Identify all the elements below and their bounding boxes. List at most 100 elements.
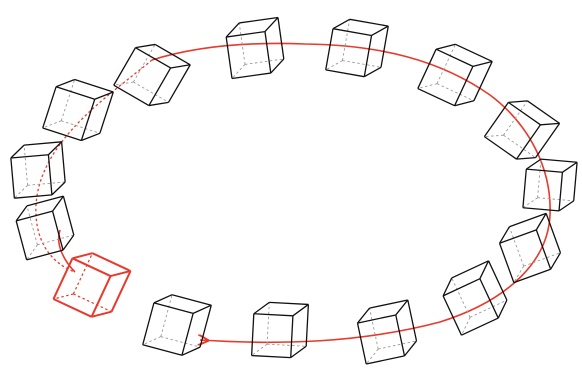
cube-edge [264, 17, 279, 33]
cube-edge [269, 301, 309, 306]
cube-edge [154, 43, 191, 66]
cube-hidden-edge [231, 64, 246, 79]
cube-edge [142, 302, 155, 345]
cube-edge [454, 100, 475, 107]
cube-edge [264, 31, 272, 74]
cube-edge [113, 84, 150, 107]
cube-edge [110, 270, 131, 278]
cube-bottom-mid [250, 301, 310, 359]
cube-edge [148, 101, 169, 107]
cube-edge [153, 294, 173, 304]
cube-edge [479, 278, 499, 319]
cube-ring [10, 16, 578, 365]
cube-edge [442, 278, 481, 297]
cube-edge [47, 154, 53, 195]
cube-edge [325, 28, 334, 71]
cube-edge [455, 43, 493, 63]
cube-edge [171, 294, 212, 306]
cube-edge [479, 260, 490, 279]
cube-edge [74, 78, 114, 93]
cube-edge [522, 169, 527, 208]
cube-edge [15, 220, 28, 261]
cube-edge [10, 154, 49, 159]
cube-hidden-edge [503, 100, 528, 136]
cube-edge [363, 66, 382, 78]
cube-edge [325, 69, 365, 78]
cube-edge [26, 249, 64, 261]
cube-edge [81, 132, 101, 142]
cube-hidden-edge [132, 44, 156, 83]
cube-left-3 [42, 78, 114, 142]
orbit-visible-segment [151, 42, 551, 342]
cube-edge [484, 136, 517, 160]
cube-edge [509, 212, 547, 228]
cube-hidden-edge [27, 181, 66, 186]
cube-hidden-edge [26, 205, 38, 245]
cube-hidden-edge [142, 336, 162, 346]
cube-hidden-edge [522, 197, 538, 209]
cube-edge [170, 64, 191, 69]
cube-edge [363, 35, 373, 77]
cube-edge [72, 257, 111, 277]
cube-hidden-edge [325, 60, 343, 71]
cube-edge [55, 86, 95, 100]
cube-hidden-edge [61, 120, 101, 134]
cube-edge [435, 43, 456, 50]
cube-hidden-edge [369, 308, 379, 350]
cube-edge [15, 205, 28, 222]
cube-edge [99, 91, 114, 134]
cube-edge [135, 43, 156, 49]
cube-hidden-edge [523, 252, 561, 267]
cube-edge [62, 234, 75, 251]
cube-hidden-edge [417, 83, 438, 89]
cube-edge [270, 58, 285, 74]
cube-edge [290, 345, 307, 359]
cube-hidden-edge [14, 184, 28, 199]
cube-edge [380, 25, 389, 68]
cube-edge [472, 60, 493, 67]
cube-edge [181, 313, 194, 356]
cube-hidden-edge [37, 234, 74, 246]
cube-hidden-edge [26, 244, 38, 261]
cube-edge [356, 322, 367, 365]
cube-edge [91, 310, 112, 318]
cube-edge [535, 213, 547, 231]
cube-hidden-edge [238, 22, 246, 65]
cube-edge [417, 48, 437, 89]
cube-edge [366, 355, 405, 365]
cube-edge [535, 229, 552, 270]
cube-edge [473, 61, 493, 102]
cube-edge [508, 101, 541, 126]
cube-bottom-right-1 [442, 260, 508, 336]
cube-edge [277, 17, 285, 60]
cube-edge [369, 299, 408, 309]
cube-edge [192, 304, 212, 314]
cube-hidden-edge [342, 60, 382, 68]
cube-edge [451, 260, 489, 279]
cube-hidden-edge [42, 120, 62, 129]
cube-edge [253, 301, 270, 315]
cube-edge [55, 78, 75, 88]
cube-edge [239, 16, 279, 24]
cube-edge [292, 303, 309, 317]
cube-edge [558, 200, 575, 212]
cube-edge [16, 210, 53, 222]
cube-edge [545, 213, 562, 253]
cube-hidden-edge [436, 44, 456, 84]
cube-edge [356, 307, 371, 324]
cube-edge [407, 299, 418, 342]
cube-edge [305, 304, 310, 347]
cube-right-2 [483, 100, 561, 160]
cube-edge [10, 144, 25, 159]
cube-edge [558, 172, 564, 211]
cube-edge [47, 141, 63, 156]
cube-hidden-edge [484, 134, 504, 138]
cube-edge [332, 18, 351, 30]
cube-edge [522, 207, 560, 212]
cube-edge [525, 158, 542, 170]
cube-edge [515, 124, 542, 160]
cube-edge [51, 210, 64, 251]
cube-edge [357, 314, 396, 324]
cube-hidden-edge [503, 134, 536, 159]
cube-edge [10, 157, 16, 199]
